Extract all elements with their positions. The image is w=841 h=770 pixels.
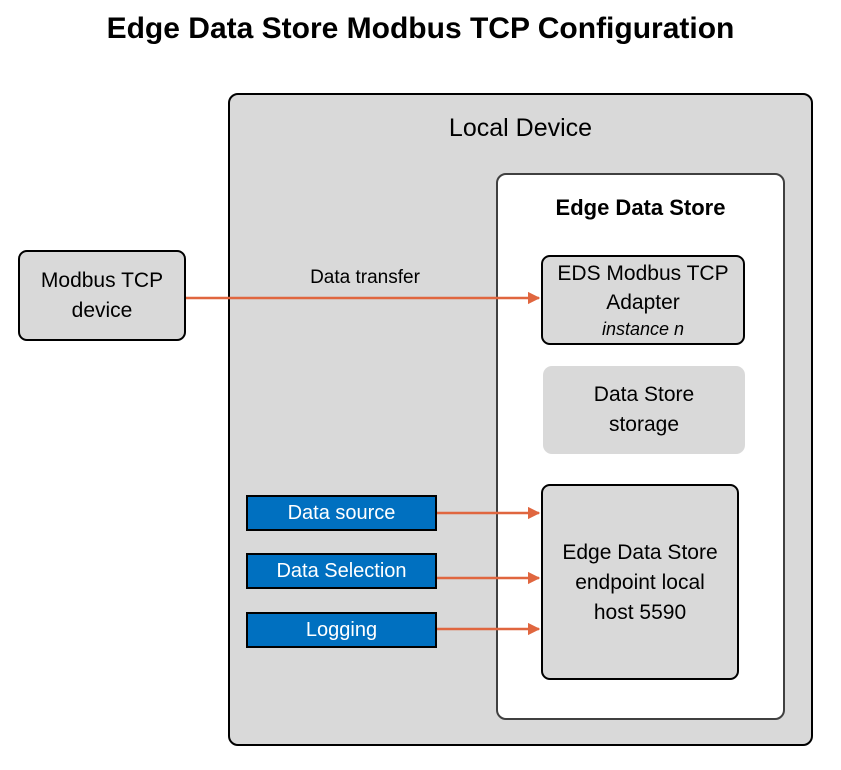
modbus-device-line2: device — [71, 298, 133, 322]
logging-box: Logging — [246, 612, 437, 648]
eds-modbus-adapter-box: EDS Modbus TCP Adapter instance n — [541, 255, 745, 345]
eds-endpoint-box: Edge Data Store endpoint local host 5590 — [541, 484, 739, 680]
data-store-storage-box: Data Store storage — [543, 366, 745, 454]
adapter-line1: EDS Modbus TCP — [557, 262, 729, 285]
storage-line2: storage — [608, 413, 680, 436]
adapter-line2: Adapter — [606, 291, 680, 314]
modbus-device-line1: Modbus TCP — [40, 268, 164, 292]
data-selection-box: Data Selection — [246, 553, 437, 589]
endpoint-line2: endpoint local — [575, 571, 705, 594]
storage-line1: Data Store — [593, 383, 695, 406]
diagram-title: Edge Data Store Modbus TCP Configuration — [106, 12, 735, 45]
edge-data-store-label: Edge Data Store — [555, 195, 726, 220]
endpoint-line3: host 5590 — [593, 601, 687, 624]
endpoint-line1: Edge Data Store — [562, 541, 718, 564]
data-transfer-label: Data transfer — [310, 267, 420, 288]
modbus-tcp-device-box: Modbus TCP device — [18, 250, 186, 341]
local-device-label: Local Device — [448, 114, 593, 142]
adapter-instance: instance n — [601, 319, 685, 339]
data-source-box: Data source — [246, 495, 437, 531]
